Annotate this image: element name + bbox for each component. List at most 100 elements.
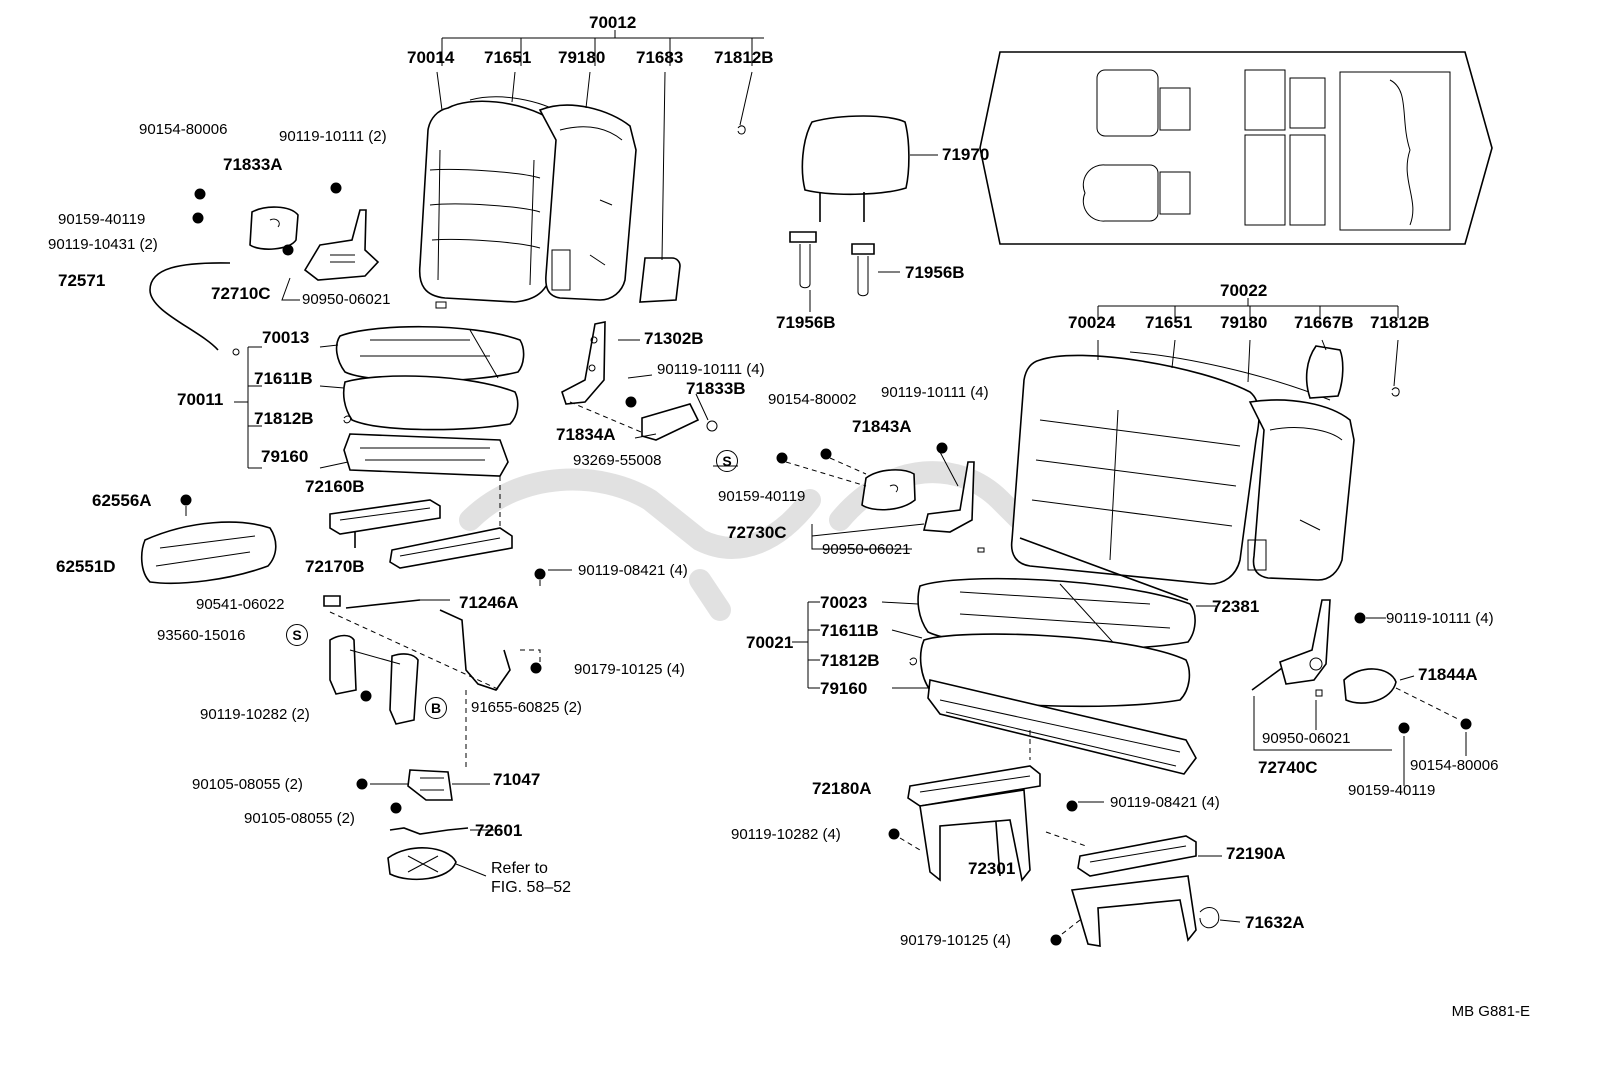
- front-seat-leg-brackets: [323, 595, 542, 725]
- label-90119-10111-rear: 90119-10111 (4): [881, 384, 989, 401]
- headrest-71970: [789, 115, 938, 312]
- circle-mark-b: B: [425, 697, 447, 719]
- label-90541-06022: 90541-06022: [196, 596, 285, 613]
- front-seat-frame-79160: [343, 433, 509, 477]
- label-70013: 70013: [262, 328, 310, 347]
- label-72190A: 72190A: [1226, 844, 1286, 863]
- front-seat-cushion-70013: [335, 325, 525, 382]
- label-93269-55008: 93269-55008: [573, 452, 662, 469]
- label-72301: 72301: [968, 859, 1016, 878]
- label-90950-06021-center: 90950-06021: [822, 541, 911, 558]
- label-70023: 70023: [820, 593, 868, 612]
- label-71956B-right: 71956B: [905, 263, 965, 282]
- label-90154-80002: 90154-80002: [768, 391, 857, 408]
- label-90119-10282-front: 90119-10282 (2): [200, 706, 310, 723]
- label-71833A: 71833A: [223, 155, 283, 174]
- label-71632A: 71632A: [1245, 913, 1305, 932]
- label-90179-10125-front: 90179-10125 (4): [574, 661, 685, 678]
- label-71834A: 71834A: [556, 425, 616, 444]
- center-cover-71843A: [776, 442, 985, 553]
- label-79160-front: 79160: [261, 447, 309, 466]
- leader-lines-70012: [436, 30, 764, 261]
- label-71611B-rear: 71611B: [820, 621, 879, 640]
- label-90119-08421-rear: 90119-08421 (4): [1110, 794, 1220, 811]
- label-90950-06021-left: 90950-06021: [302, 291, 391, 308]
- label-79180-rear: 79180: [1220, 313, 1268, 332]
- label-90154-80006-left: 90154-80006: [139, 121, 228, 138]
- front-seatback-board-71683: [639, 257, 681, 303]
- front-seat-lock-71047: [356, 690, 494, 881]
- figure-code: MB G881-E: [1451, 1003, 1530, 1020]
- vehicle-overview-inset: [979, 51, 1493, 245]
- label-70014: 70014: [407, 48, 455, 67]
- leader-lines-70021: [792, 537, 1216, 689]
- label-71970: 71970: [942, 145, 990, 164]
- rear-seatback-70024: [1010, 354, 1260, 585]
- label-72601: 72601: [475, 821, 523, 840]
- front-seat-rails: [329, 476, 572, 586]
- label-79160-rear: 79160: [820, 679, 868, 698]
- label-71683: 71683: [636, 48, 684, 67]
- label-72571: 72571: [58, 271, 106, 290]
- leader-lines-70022: [1097, 298, 1399, 387]
- center-belt-bracket-71302B: [561, 321, 738, 467]
- rear-seat-frame-79160: [927, 679, 1197, 775]
- label-70024: 70024: [1068, 313, 1116, 332]
- front-seatback-70014: [418, 100, 564, 303]
- label-90950-06021-rr: 90950-06021: [1262, 730, 1351, 747]
- label-90119-10111-center: 90119-10111 (4): [657, 361, 765, 378]
- label-72710C: 72710C: [211, 284, 271, 303]
- refer-line-1: Refer to: [491, 860, 548, 877]
- label-71812B-rear: 71812B: [820, 651, 880, 670]
- label-90179-10125-rear: 90179-10125 (4): [900, 932, 1011, 949]
- label-71302B: 71302B: [644, 329, 704, 348]
- label-71812B-rear-top: 71812B: [1370, 313, 1430, 332]
- label-71651-rear: 71651: [1145, 313, 1193, 332]
- label-71667B: 71667B: [1294, 313, 1354, 332]
- rear-recliner-72740C: [1251, 599, 1472, 786]
- circle-mark-s-93560: S: [286, 624, 308, 646]
- label-71844A: 71844A: [1418, 665, 1478, 684]
- label-71956B-bottom: 71956B: [776, 313, 836, 332]
- label-71047: 71047: [493, 770, 541, 789]
- label-71651-front: 71651: [484, 48, 532, 67]
- label-90105-08055-b: 90105-08055 (2): [244, 810, 355, 827]
- label-62556A: 62556A: [92, 491, 152, 510]
- label-90159-40119-center: 90159-40119: [718, 488, 806, 505]
- label-79180-front: 79180: [558, 48, 606, 67]
- label-93560-15016: 93560-15016: [157, 627, 246, 644]
- label-62551D: 62551D: [56, 557, 116, 576]
- label-72160B: 72160B: [305, 477, 365, 496]
- circle-mark-s-93269: S: [716, 450, 738, 472]
- refer-to-fig-note: Refer to FIG. 58–52: [491, 859, 571, 897]
- front-seatback-frame-79180: [538, 104, 637, 301]
- rear-seat-rails: [888, 730, 1241, 947]
- label-90119-08421-front: 90119-08421 (4): [578, 562, 688, 579]
- label-72740C: 72740C: [1258, 758, 1318, 777]
- label-72180A: 72180A: [812, 779, 872, 798]
- label-72170B: 72170B: [305, 557, 365, 576]
- label-71812B-front-top: 71812B: [714, 48, 774, 67]
- refer-line-2: FIG. 58–52: [491, 879, 572, 896]
- label-90119-10282-rear: 90119-10282 (4): [731, 826, 841, 843]
- label-71611B-front: 71611B: [254, 369, 313, 388]
- label-90105-08055-a: 90105-08055 (2): [192, 776, 303, 793]
- side-trim-62551D: [140, 494, 277, 584]
- label-90119-10111-rr: 90119-10111 (4): [1386, 610, 1494, 627]
- label-70022: 70022: [1220, 281, 1268, 300]
- label-90159-40119-rr: 90159-40119: [1348, 782, 1436, 799]
- label-70021: 70021: [746, 633, 794, 652]
- label-90154-80006-rr: 90154-80006: [1410, 757, 1499, 774]
- label-71246A: 71246A: [459, 593, 519, 612]
- label-90119-10111-2: 90119-10111 (2): [279, 128, 387, 145]
- label-91655-60825: 91655-60825 (2): [471, 699, 582, 716]
- label-71812B-front: 71812B: [254, 409, 314, 428]
- label-71843A: 71843A: [852, 417, 912, 436]
- label-90119-10431: 90119-10431 (2): [48, 236, 158, 253]
- front-seat-pad-71611B: [342, 375, 519, 431]
- leader-lines-70011: [234, 344, 351, 469]
- rear-seatback-frame-79180: [1129, 345, 1400, 581]
- label-70012: 70012: [589, 13, 637, 32]
- rear-seat-cushion-70023: [917, 577, 1196, 651]
